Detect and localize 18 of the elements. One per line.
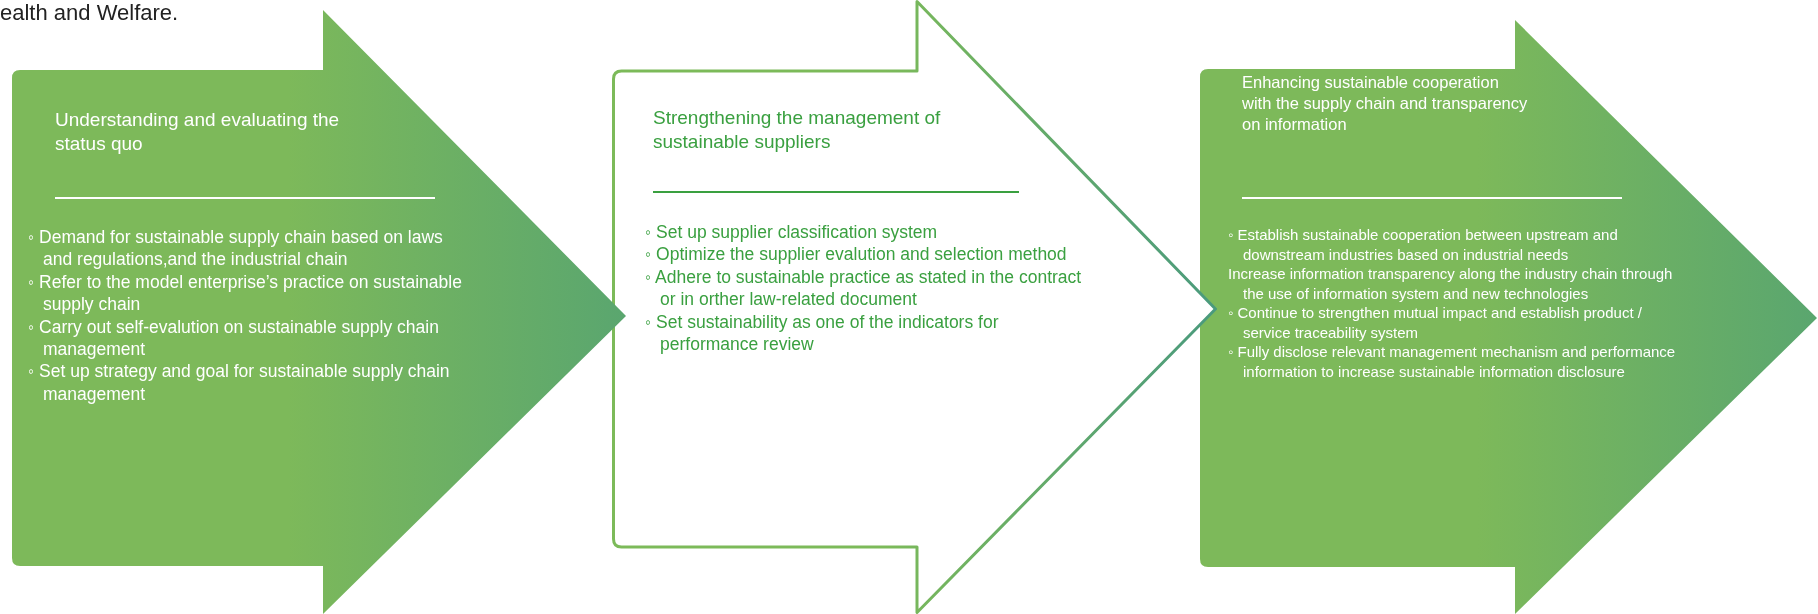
step-heading: Enhancing sustainable cooperation with the supply chain and transparency on information: [1242, 72, 1529, 136]
caption-text: ealth and Welfare.: [0, 0, 179, 26]
arrow-shape: [612, 0, 1218, 614]
bullet-text: ◦ Optimize the supplier evalution and selection method: [645, 243, 1068, 266]
bullet-text: ◦ Adhere to sustainable practice as stated in the contract or in orther law-related document: [645, 265, 1083, 311]
bullet-text: ◦ Carry out self-evalution on sustainable supply chain management: [28, 315, 440, 361]
step-heading: Strengthening the management of sustainable suppliers: [653, 106, 942, 155]
bullet-text: ◦ Fully disclose relevant management mechanism and performance information to increase sustainable information disclosure: [1228, 342, 1677, 381]
bullet-text: ◦ Continue to strengthen mutual impact and establish product / service traceability system: [1228, 303, 1643, 342]
bullet-text: ◦ Refer to the model enterprise’s practice on sustainable supply chain: [28, 270, 463, 316]
bullet-text: ◦ Set up strategy and goal for sustainable supply chain management: [28, 360, 451, 406]
bullet-text: ◦ Demand for sustainable supply chain based on laws and regulations,and the industrial chain: [28, 226, 444, 271]
arrow-shape: [1200, 20, 1818, 614]
step-heading: Understanding and evaluating the status quo: [55, 108, 340, 157]
bullet-text: ◦ Set sustainability as one of the indicators for performance review: [645, 310, 1000, 356]
bullet-text: ◦ Set up supplier classification system: [645, 221, 939, 244]
bullet-text: ◦ Establish sustainable cooperation between upstream and downstream industries based on industrial needs: [1228, 225, 1619, 264]
bullet-text: Increase information transparency along the industry chain through the use of information system and new technologies: [1228, 264, 1674, 303]
